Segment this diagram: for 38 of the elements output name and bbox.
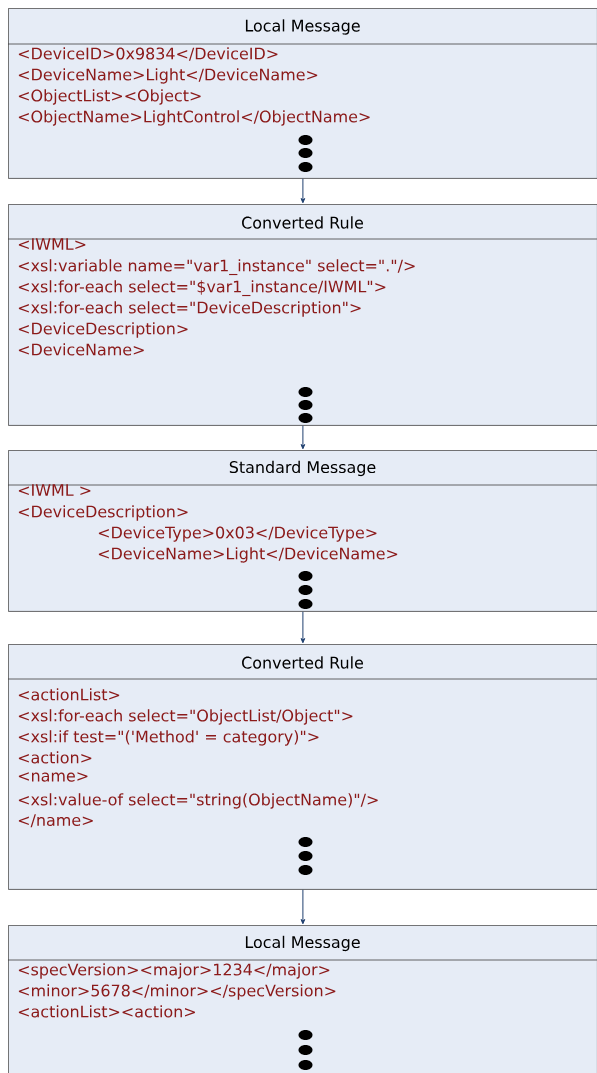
code-line: <name> [18,772,88,782]
code-line: <xsl:value-of select="string(ObjectName)"/> [18,793,378,809]
message-box [7,450,597,612]
box-title: Converted Rule [242,656,363,669]
code-line: <actionList> [18,688,120,701]
code-line: <IWML> [18,238,86,250]
code-line: <xsl:for-each select="ObjectList/Object"> [18,709,353,725]
arrow [300,611,306,644]
code-line: <DeviceName>Light</DeviceName> [18,68,318,84]
code-line: <DeviceID>0x9834</DeviceID> [18,47,278,61]
code-line: <DeviceName>Light</DeviceName> [98,547,398,563]
code-line: <ObjectList><Object> [18,89,201,105]
code-line: <IWML > [18,484,91,496]
code-line: </name> [18,814,93,828]
code-line: <xsl:if test="('Method' = category)"> [18,730,319,746]
message-box [7,8,597,179]
code-line: <DeviceDescription> [18,505,188,521]
box-title: Local Message [245,935,360,952]
arrow [300,425,306,450]
message-box [7,204,597,426]
code-line: <DeviceName> [18,343,144,356]
arrow [300,178,306,204]
code-line: <xsl:for-each select="$var1_instance/IWML"> [18,280,386,297]
box-title: Local Message [245,19,360,35]
code-line: <actionList><action> [18,1005,195,1018]
code-line: <specVersion><major>1234</major> [18,963,330,979]
box-title: Converted Rule [242,216,363,229]
code-line: <ObjectName>LightControl</ObjectName> [18,110,370,126]
message-box [7,925,597,1073]
code-line: <DeviceType>0x03</DeviceType> [98,526,377,542]
code-line: <DeviceDescription> [18,322,188,338]
box-title: Standard Message [229,460,376,477]
code-line: <action> [18,751,92,764]
code-line: <xsl:variable name="var1_instance" select="."/> [18,259,415,276]
code-line: <xsl:for-each select="DeviceDescription"> [18,301,361,317]
code-line: <minor>5678</minor></specVersion> [18,984,336,1000]
arrow [300,889,306,925]
message-box [7,644,597,890]
